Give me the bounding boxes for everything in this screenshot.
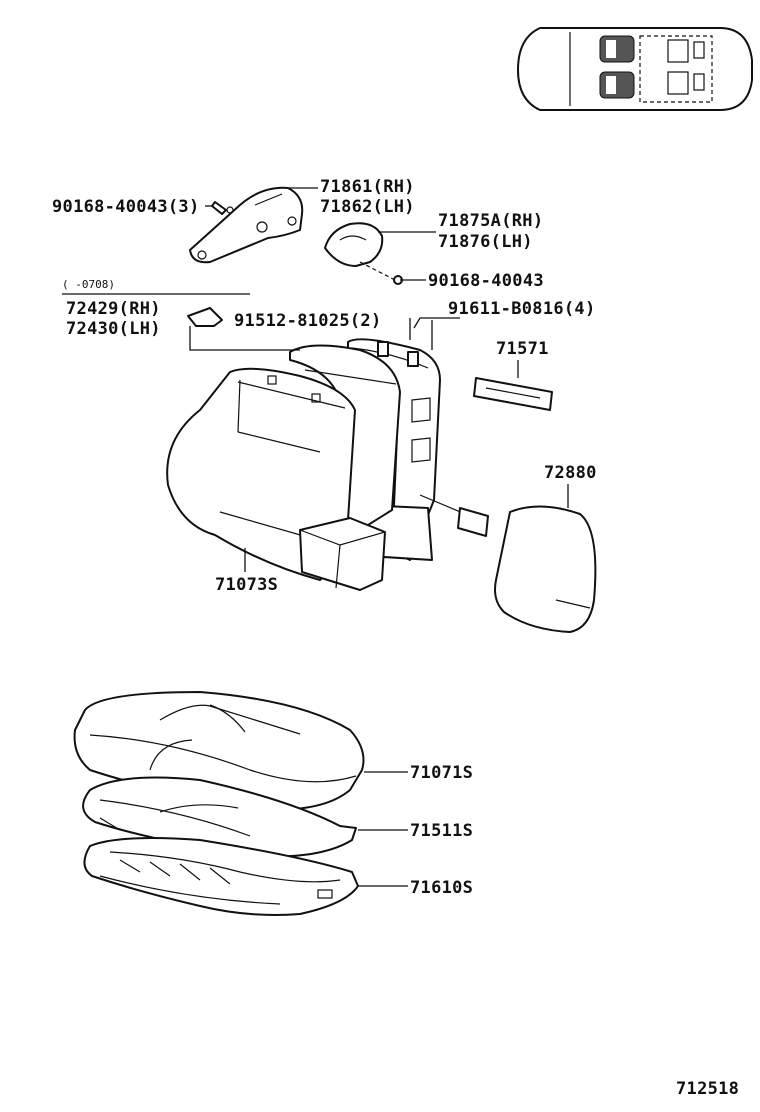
headrest-72880 [494,505,597,633]
vehicle-seat-locator-icon [517,27,753,111]
headrest-rod [419,494,489,537]
label-91611-b0816: 91611-B0816(4) [448,299,596,319]
seat-cushion-pad-71511s [82,776,357,858]
recliner-cover-71861 [189,186,304,264]
label-71511s: 71511S [410,821,473,841]
leader-lines [62,187,569,887]
label-72430: 72430(LH) [66,319,161,339]
label-71862: 71862(LH) [320,197,415,217]
label-71073s: 71073S [215,575,278,595]
seat-back-cover-71073s [166,367,386,591]
label-71876: 71876(LH) [438,232,533,252]
label-90168-40043: 90168-40043 [428,271,544,291]
label-71071s: 71071S [410,763,473,783]
label-71875a: 71875A(RH) [438,211,543,231]
label-date-range: ( -0708) [62,278,115,291]
headrest-support-71571 [473,377,553,411]
recliner-cover-71875a [324,222,396,281]
label-72429: 72429(RH) [66,299,161,319]
label-71571: 71571 [496,339,549,359]
label-71861: 71861(RH) [320,177,415,197]
label-71610s: 71610S [410,878,473,898]
label-91512-81025: 91512-81025(2) [234,311,382,331]
label-90168-40043-3: 90168-40043(3) [52,197,200,217]
figure-number: 712518 [676,1079,739,1099]
screw-icon [211,201,234,215]
label-72880: 72880 [544,463,597,483]
bracket-72429 [187,307,223,327]
seat-cushion-frame-71610s [83,837,359,916]
